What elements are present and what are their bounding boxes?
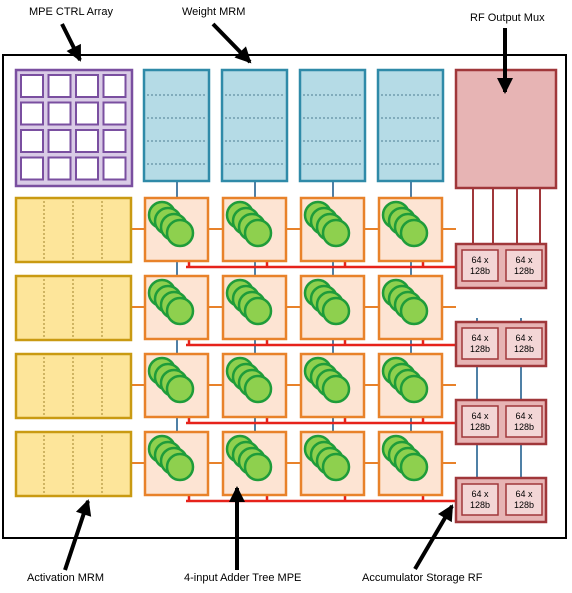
rf-bank-width: 128b bbox=[514, 500, 534, 510]
ctrl-cell bbox=[102, 156, 127, 181]
multiplier-circle bbox=[399, 296, 429, 326]
ctrl-cell bbox=[102, 101, 127, 126]
multiplier-circle bbox=[165, 374, 195, 404]
mpe-arrow-head bbox=[229, 486, 245, 502]
rf-arrow-head bbox=[438, 504, 454, 523]
rf-bank-size: 64 x bbox=[515, 411, 533, 421]
multiplier-circle bbox=[243, 296, 273, 326]
ctrl-cell bbox=[47, 74, 72, 98]
multiplier-circle bbox=[399, 374, 429, 404]
rf-bank-size: 64 x bbox=[471, 489, 489, 499]
rf-bank-size: 64 x bbox=[515, 489, 533, 499]
ctrl-cell bbox=[20, 129, 44, 153]
rf-bank bbox=[505, 327, 543, 360]
ctrl-cell bbox=[47, 101, 72, 126]
adder-tree-mpe-label: 4-input Adder Tree MPE bbox=[184, 572, 302, 584]
ctrl-cell bbox=[102, 129, 127, 153]
rf-bank-width: 128b bbox=[514, 422, 534, 432]
ctrl-cell bbox=[102, 74, 127, 98]
weight-mrm-bank bbox=[220, 68, 289, 183]
activation-mrm-bank bbox=[14, 274, 133, 342]
adder-tree-mpe bbox=[143, 196, 210, 263]
rf-bank-width: 128b bbox=[470, 422, 490, 432]
multiplier-circle bbox=[321, 374, 351, 404]
rf-output-mux-label: RF Output Mux bbox=[470, 12, 545, 24]
ctrl-cell bbox=[75, 101, 99, 126]
ctrl-cell bbox=[75, 129, 99, 153]
multiplier-circle bbox=[399, 452, 429, 482]
activation-mrm-label: Activation MRM bbox=[27, 572, 105, 584]
multiplier-circle bbox=[321, 452, 351, 482]
ctrl-cell bbox=[75, 156, 99, 181]
rf-bank-width: 128b bbox=[470, 500, 490, 510]
ctrl-cell bbox=[75, 74, 99, 98]
rf-bank-size: 64 x bbox=[471, 411, 489, 421]
mpe-ctrl-array-label: MPE CTRL Array bbox=[29, 6, 113, 18]
rf-bank bbox=[505, 405, 543, 438]
multiplier-circle bbox=[321, 296, 351, 326]
multiplier-circle bbox=[399, 218, 429, 248]
rf-bank bbox=[461, 249, 499, 282]
weight-mrm-bank bbox=[298, 68, 367, 183]
multiplier-circle bbox=[165, 218, 195, 248]
rf-bank-size: 64 x bbox=[515, 333, 533, 343]
multiplier-circle bbox=[321, 218, 351, 248]
multiplier-circle bbox=[243, 374, 273, 404]
rf-bank bbox=[505, 249, 543, 282]
ctrl-cell bbox=[47, 156, 72, 181]
weight-mrm-bank bbox=[142, 68, 211, 183]
ctrl-cell bbox=[47, 129, 72, 153]
weight-mrm-bank bbox=[376, 68, 445, 183]
accumulator-rf-label: Accumulator Storage RF bbox=[362, 572, 483, 584]
rf-bank-width: 128b bbox=[470, 344, 490, 354]
rf-bank bbox=[505, 483, 543, 516]
rf-bank bbox=[461, 405, 499, 438]
rf-bank-size: 64 x bbox=[471, 333, 489, 343]
weight-mrm-label: Weight MRM bbox=[182, 6, 246, 18]
rf-bank-width: 128b bbox=[470, 266, 490, 276]
multiplier-circle bbox=[165, 296, 195, 326]
ctrl-cell bbox=[20, 101, 44, 126]
activation-mrm-bank bbox=[14, 430, 133, 498]
ctrl-arrow-head bbox=[66, 43, 81, 62]
activation-arrow-head bbox=[75, 499, 92, 517]
weight-arrow-head bbox=[234, 46, 252, 64]
activation-mrm-bank bbox=[14, 196, 133, 264]
mux-arrow-head bbox=[497, 78, 513, 94]
rf-bank bbox=[461, 483, 499, 516]
multiplier-circle bbox=[243, 452, 273, 482]
rf-bank-width: 128b bbox=[514, 266, 534, 276]
rf-bank-size: 64 x bbox=[515, 255, 533, 265]
multiplier-circle bbox=[165, 452, 195, 482]
activation-mrm-bank bbox=[14, 352, 133, 420]
rf-bank bbox=[461, 327, 499, 360]
ctrl-cell bbox=[20, 74, 44, 98]
multiplier-circle bbox=[243, 218, 273, 248]
ctrl-cell bbox=[20, 156, 44, 181]
rf-bank-width: 128b bbox=[514, 344, 534, 354]
rf-bank-size: 64 x bbox=[471, 255, 489, 265]
